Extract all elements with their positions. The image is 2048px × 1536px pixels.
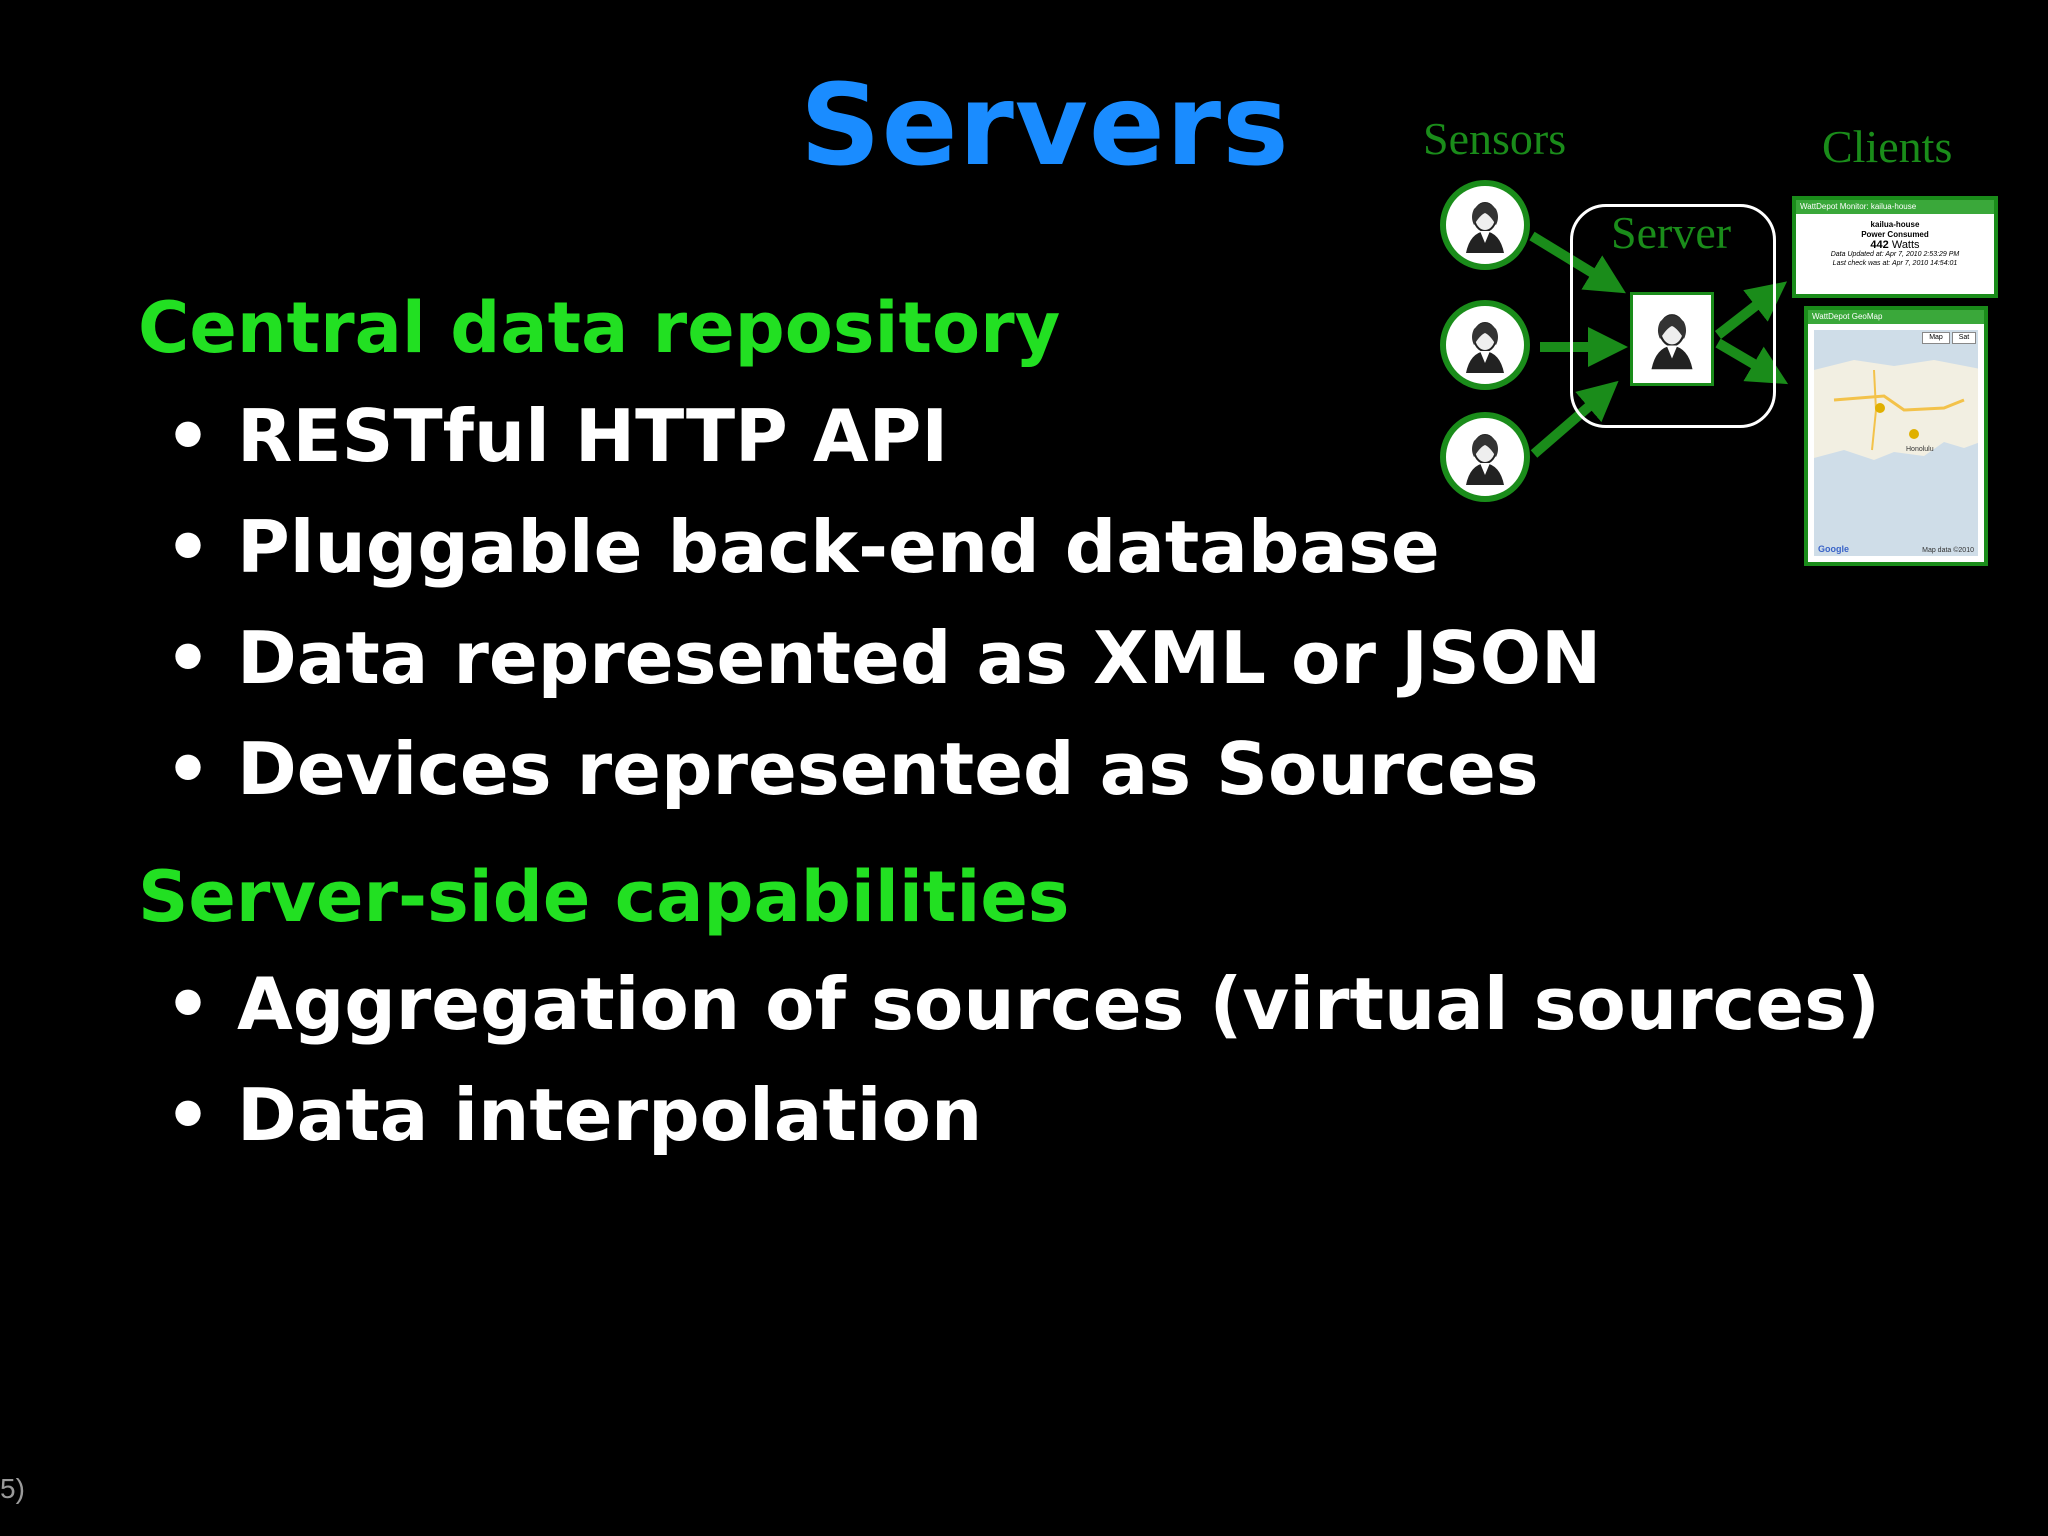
bullet-glyph: • bbox=[165, 394, 212, 478]
bullet-glyph: • bbox=[165, 727, 212, 811]
monitor-source: kailua-house bbox=[1870, 220, 1920, 229]
map-place-label: Honolulu bbox=[1906, 446, 1934, 453]
portrait-icon bbox=[1466, 322, 1504, 373]
diagram-arrows bbox=[1529, 231, 1789, 458]
bullet-glyph: • bbox=[165, 505, 212, 589]
portrait-icon bbox=[1651, 314, 1693, 370]
bullet-item: •Aggregation of sources (virtual sources… bbox=[165, 968, 1880, 1040]
sensors-label: Sensors bbox=[1423, 113, 1567, 164]
bullet-item: •RESTful HTTP API bbox=[165, 400, 948, 472]
bullet-glyph: • bbox=[165, 616, 212, 700]
monitor-body: kailua-house Power Consumed 442 Watts Da… bbox=[1796, 214, 1994, 268]
server-label: Server bbox=[1611, 207, 1732, 258]
map-tab-map[interactable]: Map bbox=[1922, 332, 1950, 344]
page-number: 5) bbox=[0, 1473, 25, 1504]
geomap-client-panel: WattDepot GeoMap Map Sat Honolulu Google… bbox=[1804, 306, 1988, 566]
monitor-reading: 442 Watts bbox=[1796, 239, 1994, 251]
monitor-unit: Watts bbox=[1891, 239, 1920, 251]
monitor-header: WattDepot Monitor: kailua-house bbox=[1796, 200, 1994, 214]
bullet-text: Pluggable back-end database bbox=[237, 505, 1440, 589]
monitor-last-check: Last check was at: Apr 7, 2010 14:54:01 bbox=[1832, 260, 1958, 267]
map-area: Map Sat Honolulu Google Map data ©2010 bbox=[1814, 330, 1978, 556]
bullet-text: RESTful HTTP API bbox=[237, 394, 949, 478]
monitor-value: 442 bbox=[1870, 239, 1889, 251]
server-to-client-arrow bbox=[1715, 338, 1789, 385]
bullet-item: •Data represented as XML or JSON bbox=[165, 622, 1601, 694]
section-heading-central-repository: Central data repository bbox=[138, 287, 1061, 369]
sensor-node bbox=[1440, 180, 1530, 270]
server-container bbox=[1570, 204, 1776, 428]
map-data-credit: Map data ©2010 bbox=[1922, 547, 1974, 554]
bullet-item: •Pluggable back-end database bbox=[165, 511, 1440, 583]
section-heading-server-side: Server-side capabilities bbox=[138, 856, 1070, 938]
architecture-diagram: Sensors Server Clients bbox=[1400, 100, 2000, 580]
sensor-node bbox=[1440, 412, 1530, 502]
portrait-icon bbox=[1466, 434, 1504, 485]
server-node bbox=[1630, 292, 1714, 386]
monitor-metric: Power Consumed bbox=[1861, 230, 1929, 239]
bullet-glyph: • bbox=[165, 962, 212, 1046]
map-tab-satellite[interactable]: Sat bbox=[1952, 332, 1976, 344]
slide-title: Servers bbox=[800, 61, 1290, 191]
monitor-updated: Data Updated at: Apr 7, 2010 2:53:29 PM bbox=[1830, 251, 1960, 258]
portrait-icon bbox=[1466, 202, 1504, 253]
bullet-glyph: • bbox=[165, 1073, 212, 1157]
bullet-text: Aggregation of sources (virtual sources) bbox=[237, 962, 1880, 1046]
clients-label: Clients bbox=[1822, 121, 1953, 172]
server-to-client-arrow bbox=[1714, 281, 1788, 339]
monitor-client-panel: WattDepot Monitor: kailua-house kailua-h… bbox=[1792, 196, 1998, 298]
bullet-item: •Devices represented as Sources bbox=[165, 733, 1539, 805]
sensor-node bbox=[1440, 300, 1530, 390]
bullet-text: Data interpolation bbox=[237, 1073, 983, 1157]
bullet-item: •Data interpolation bbox=[165, 1079, 982, 1151]
bullet-text: Devices represented as Sources bbox=[237, 727, 1539, 811]
google-logo: Google bbox=[1818, 544, 1849, 554]
sensor-to-server-arrow bbox=[1529, 231, 1626, 294]
geomap-header: WattDepot GeoMap bbox=[1808, 310, 1984, 324]
map-graphic bbox=[1814, 360, 1978, 460]
bullet-text: Data represented as XML or JSON bbox=[237, 616, 1602, 700]
